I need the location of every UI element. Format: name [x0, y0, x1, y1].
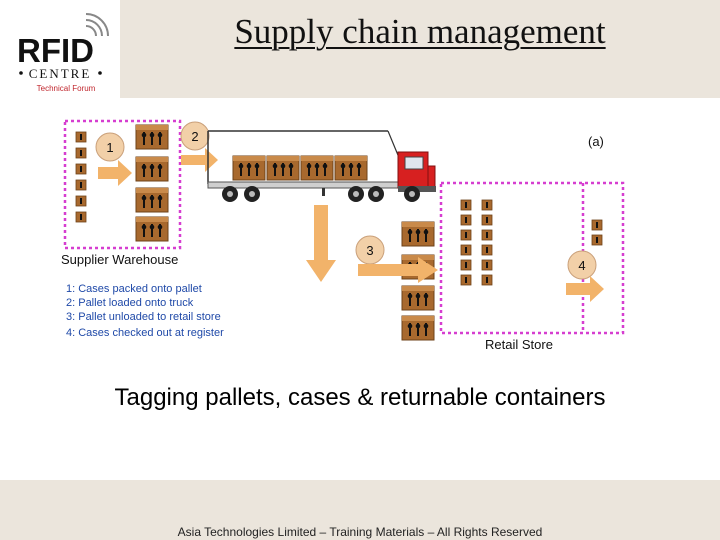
truck — [207, 130, 436, 202]
step-4-label: 4 — [578, 258, 585, 273]
truck-transfer — [180, 121, 436, 282]
supplier-warehouse — [63, 119, 182, 250]
legend-item-1: 1: Cases packed onto pallet — [66, 283, 202, 295]
retail-store — [439, 181, 625, 335]
step-4-arrow — [566, 276, 604, 302]
logo-brand: RFID — [17, 32, 94, 69]
store-pallets — [355, 221, 438, 341]
legend-item-4: 4: Cases checked out at register — [66, 327, 224, 339]
legend-item-2: 2: Pallet loaded onto truck — [66, 297, 194, 309]
logo-forum: Technical Forum — [37, 84, 96, 93]
step-2-label: 2 — [191, 129, 198, 144]
step-1-arrow — [98, 160, 132, 186]
header-band — [0, 0, 720, 98]
caption: Tagging pallets, cases & returnable cont… — [114, 384, 606, 411]
step-3-arrow — [358, 257, 438, 283]
step-2-arrow — [181, 148, 218, 172]
page-title: Supply chain management — [234, 12, 606, 51]
footer-text: Asia Technologies Limited – Training Mat… — [177, 525, 543, 539]
rfid-centre-logo: RFID CENTRE Technical Forum — [0, 0, 120, 98]
unload-arrow — [306, 205, 336, 282]
supplier-warehouse-label: Supplier Warehouse — [61, 252, 178, 267]
footer-band: Asia Technologies Limited – Training Mat… — [0, 480, 720, 540]
logo-sub: CENTRE — [29, 66, 92, 81]
figure-label: (a) — [588, 134, 604, 149]
retail-store-label: Retail Store — [485, 337, 553, 352]
step-3-label: 3 — [366, 243, 373, 258]
step-1-label: 1 — [106, 140, 113, 155]
legend-item-3: 3: Pallet unloaded to retail store — [66, 311, 221, 323]
